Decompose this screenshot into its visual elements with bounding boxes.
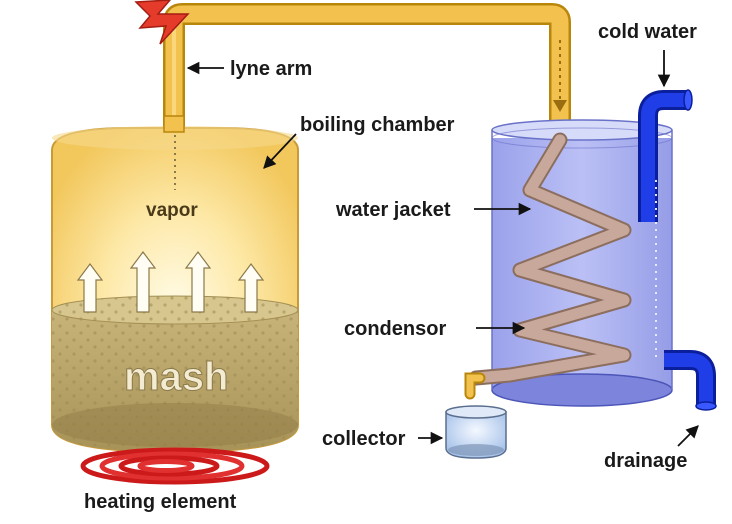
- heating-element-label: heating element: [84, 491, 237, 513]
- boiling-chamber-label: boiling chamber: [300, 114, 455, 136]
- collector-label: collector: [322, 428, 406, 450]
- pointer-arrows: [186, 50, 699, 447]
- drainage-pipe: [664, 350, 717, 411]
- up-arrow-icon: [76, 263, 104, 313]
- lyne-arm-label: lyne arm: [230, 58, 312, 80]
- drainage-label: drainage: [604, 450, 687, 472]
- mash-liquid: [51, 295, 299, 452]
- vapor-arrows: [76, 251, 265, 313]
- mash-label: mash: [124, 355, 229, 399]
- cold-water-label: cold water: [598, 21, 697, 43]
- vapor-label: vapor: [146, 200, 198, 221]
- condensor-label: condensor: [344, 318, 446, 340]
- collector-jar: [445, 405, 507, 459]
- water-jacket-label: water jacket: [335, 199, 451, 221]
- heating-element-coil: [80, 447, 270, 485]
- up-arrow-icon: [184, 251, 212, 313]
- lightning-bolt-icon: [134, 0, 190, 45]
- boiling-chamber-pointer: [263, 133, 297, 169]
- drainage-pointer: [677, 425, 699, 447]
- up-arrow-icon: [237, 263, 265, 313]
- up-arrow-icon: [129, 251, 157, 313]
- cold-water-pipe: [638, 89, 693, 360]
- condensor-coil: [464, 132, 632, 400]
